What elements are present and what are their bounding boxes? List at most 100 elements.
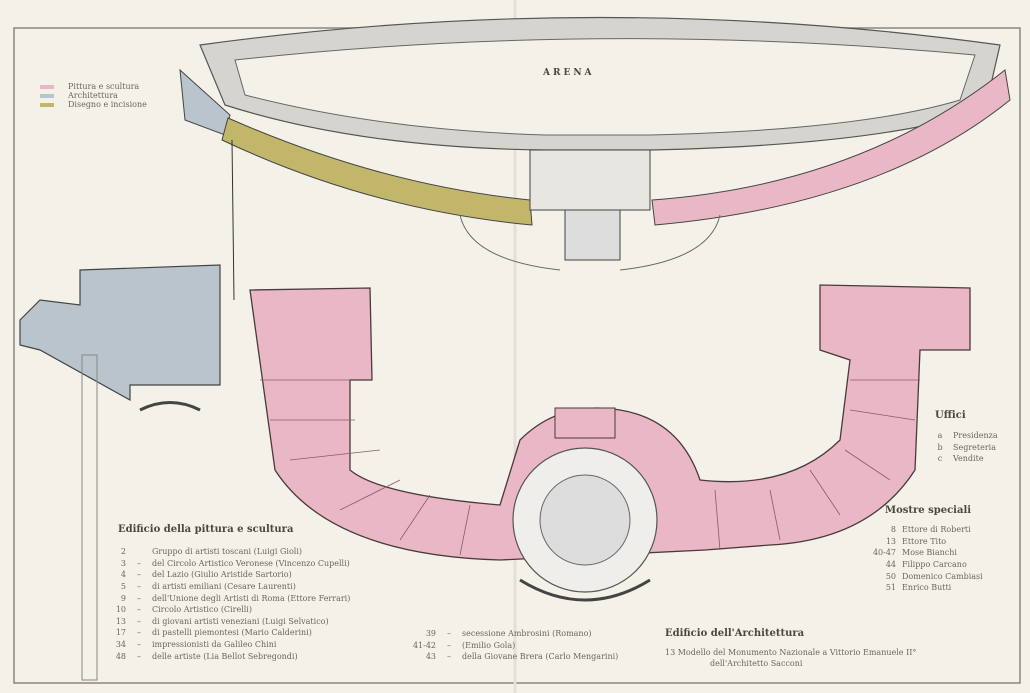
row-number: 3 <box>120 558 126 568</box>
arena-label: ARENA <box>543 68 595 78</box>
arena-steps <box>564 209 621 261</box>
rotunda-portico <box>519 578 651 602</box>
list-row: c Vendite <box>933 453 998 465</box>
architecture-line: dell'Architetto Sacconi <box>710 659 803 668</box>
architecture-line: 13 Modello del Monumento Nazionale a Vit… <box>665 648 917 657</box>
legend-item: Architettura <box>40 91 147 100</box>
row-text: Circolo Artistico (Cirelli) <box>152 605 252 615</box>
list-row: 17 – di pastelli piemontesi (Mario Calderi… <box>100 627 350 639</box>
row-text: Filippo Carcano <box>902 560 967 570</box>
list-row: 9 – dell'Unione degli Artisti di Roma (Ett… <box>100 592 350 604</box>
row-text: Domenico Cambiasi <box>902 571 983 581</box>
row-symbol: – <box>137 593 141 603</box>
row-text: delle artiste (Lia Bellot Sebregondi) <box>152 651 298 661</box>
row-number: 39 <box>425 629 436 639</box>
row-text: di pastelli piemontesi (Mario Calderini) <box>152 628 312 638</box>
legend-label: Architettura <box>68 91 118 100</box>
legend-label: Disegno e incisione <box>68 100 147 109</box>
row-number: 17 <box>115 628 126 638</box>
legend-item: Pittura e scultura <box>40 82 147 91</box>
row-number: 8 <box>890 525 896 535</box>
architecture-building-title: Edificio dell'Architettura <box>665 628 805 639</box>
arena-field <box>234 38 976 136</box>
row-number: 44 <box>885 560 896 570</box>
legend-item: Disegno e incisione <box>40 100 147 109</box>
row-text: impressionisti da Galileo Chini <box>152 640 277 650</box>
row-text: (Emilio Gola) <box>462 640 516 650</box>
row-symbol: – <box>447 652 451 662</box>
connector-arrow <box>231 139 235 301</box>
arena-entrance <box>529 149 651 211</box>
row-symbol: – <box>137 582 141 592</box>
left-portico <box>139 401 201 412</box>
row-symbol: a <box>937 431 943 441</box>
list-row: 48–delle artiste (Lia Bellot Sebregondi) <box>100 650 350 662</box>
arena-wing-painting <box>651 69 1011 226</box>
row-number: 48 <box>115 651 126 661</box>
row-number: 13 <box>885 536 896 546</box>
arena-wing-drawing <box>221 117 533 226</box>
row-symbol: c <box>937 454 943 464</box>
row-number: 4 <box>120 570 126 580</box>
list-row: a Presidenza <box>933 430 998 442</box>
row-symbol: – <box>137 616 141 626</box>
row-number: 13 <box>115 616 126 626</box>
rotunda-hall <box>539 474 631 566</box>
row-text: dell'Unione degli Artisti di Roma (Ettor… <box>152 593 351 603</box>
list-row: 44 Filippo Carcano <box>870 559 983 571</box>
row-symbol: – <box>447 629 451 639</box>
row-symbol: – <box>137 570 141 580</box>
row-text: di artisti emiliani (Cesare Laurenti) <box>152 582 296 592</box>
row-number: 43 <box>425 652 436 662</box>
legend-swatch <box>40 94 54 98</box>
row-number: 9 <box>120 593 126 603</box>
row-symbol: b <box>937 442 943 452</box>
row-text: Presidenza <box>953 431 998 441</box>
list-row: 13 Ettore Tito <box>870 536 983 548</box>
row-text: di giovani artisti veneziani (Luigi Selv… <box>152 616 329 626</box>
list-row: 2 Gruppo di artisti toscani (Luigi Gioli) <box>100 546 350 558</box>
list-row: 34 – impressionisti da Galileo Chini <box>100 639 350 651</box>
row-symbol: – <box>137 628 141 638</box>
row-symbol: – <box>137 605 141 615</box>
row-symbol: – <box>137 640 141 650</box>
row-text: secessione Ambrosini (Romano) <box>462 629 592 639</box>
row-number: 5 <box>120 582 126 592</box>
row-text: Mose Bianchi <box>902 548 957 558</box>
legend-label: Pittura e scultura <box>68 82 140 91</box>
list-row: 13 – di giovani artisti veneziani (Luigi S… <box>100 616 350 628</box>
offices-title: Uffici <box>935 410 966 421</box>
row-text: Ettore di Roberti <box>902 525 971 535</box>
painting-building-title: Edificio della pittura e scultura <box>118 524 294 535</box>
special-shows-title: Mostre speciali <box>885 505 972 516</box>
row-number: 34 <box>115 640 126 650</box>
row-text: del Lazio (Giulio Aristide Sartorio) <box>152 570 292 580</box>
row-text: della Giovane Brera (Carlo Mengarini) <box>462 652 619 662</box>
list-row: 10 – Circolo Artistico (Cirelli) <box>100 604 350 616</box>
list-row: 4 – del Lazio (Giulio Aristide Sartorio) <box>100 569 350 581</box>
row-text: Gruppo di artisti toscani (Luigi Gioli) <box>152 547 302 557</box>
color-legend: Pittura e scultura Architettura Disegno … <box>40 82 147 109</box>
arena-ramps <box>459 214 721 271</box>
list-row: 39 – secessione Ambrosini (Romano) <box>410 628 618 640</box>
row-text: Ettore Tito <box>902 536 947 546</box>
row-number: 10 <box>115 605 126 615</box>
row-number: 50 <box>885 571 896 581</box>
row-text: Vendite <box>953 454 984 464</box>
list-row: 5 – di artisti emiliani (Cesare Laurenti) <box>100 581 350 593</box>
row-number: 41-42 <box>412 640 436 650</box>
row-number: 2 <box>120 547 126 557</box>
painting-building-list-2: 39 – secessione Ambrosini (Romano) 41-42 – (E… <box>410 628 618 663</box>
row-text: del Circolo Artistico Veronese (Vincenzo… <box>152 558 350 568</box>
row-text: Enrico Butti <box>902 583 952 593</box>
painting-building-list: 2 Gruppo di artisti toscani (Luigi Gioli)… <box>100 546 351 662</box>
room-partitions <box>260 379 920 556</box>
list-row: 50 Domenico Cambiasi <box>870 570 983 582</box>
rotunda-entrance-hall <box>554 407 616 439</box>
architecture-building <box>19 264 221 402</box>
